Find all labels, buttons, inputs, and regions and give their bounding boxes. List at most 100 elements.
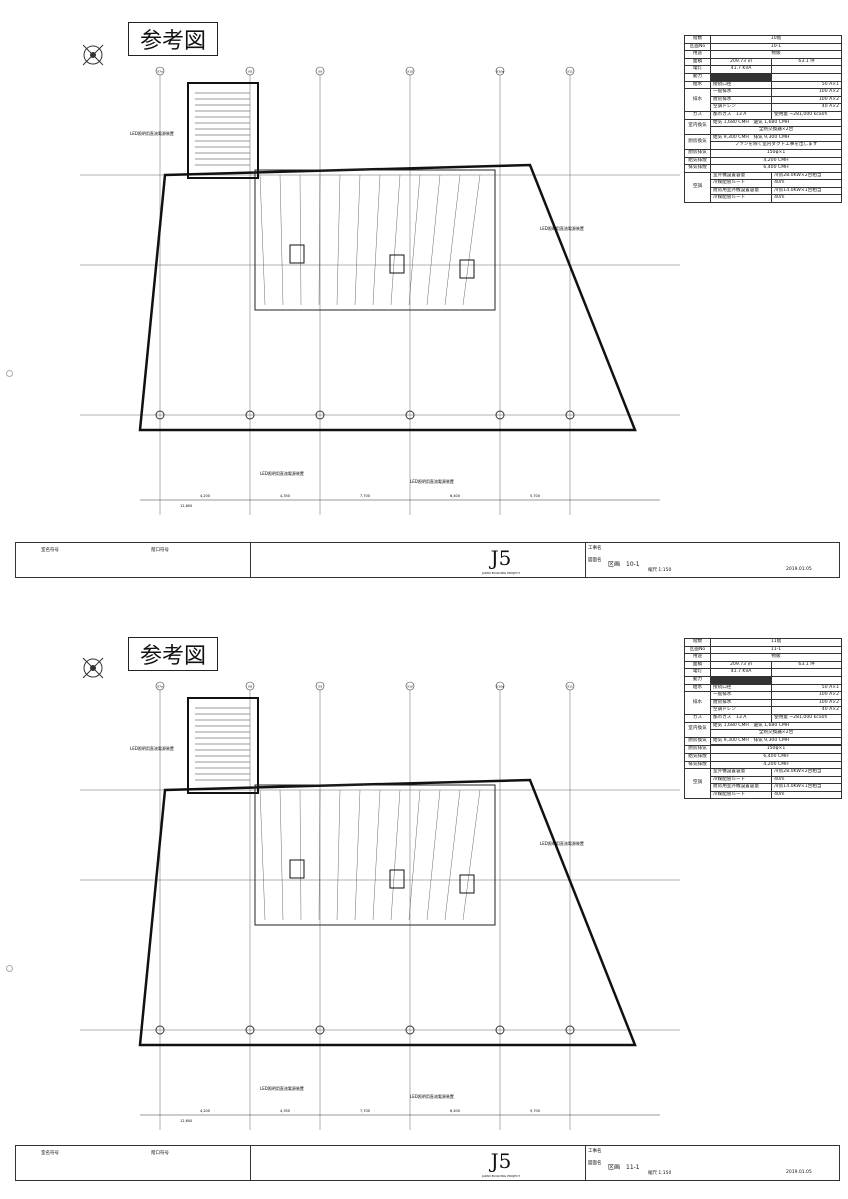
text-label: 空調	[684, 171, 711, 204]
grid-bubble	[405, 66, 415, 76]
grid-label: X10a	[496, 70, 504, 74]
text-label: 排水	[684, 88, 711, 112]
dimension-label: 6,400	[450, 494, 460, 498]
text-label: 63.1 坪	[771, 57, 842, 67]
grid-label: X7a	[157, 70, 163, 74]
text-label	[710, 744, 842, 747]
led-label: LED照明用直流電源装置	[260, 470, 304, 476]
service-core	[254, 784, 496, 926]
grid-bubble	[155, 66, 165, 76]
text-label: 使用量 ~281,000 kcal/h	[771, 110, 842, 120]
dimension-label: 6,400	[450, 1109, 460, 1113]
text-label: 全熱交換器×2台	[710, 729, 842, 738]
grid-bubble	[495, 66, 505, 76]
led-label: LED照明用直流電源装置	[260, 1085, 304, 1091]
text-label: 排気排煙	[684, 164, 711, 173]
duct-line	[336, 174, 341, 306]
stair-core	[187, 82, 259, 179]
dimension-label: 4,200	[200, 1109, 210, 1113]
column	[315, 1025, 325, 1035]
text-label: JAPAN BUILDING PROJECT	[481, 571, 521, 575]
text-label: 100 A×2	[771, 691, 842, 700]
redacted-cell	[709, 675, 773, 685]
column	[155, 410, 165, 420]
text-label: 41.7 KVA	[709, 65, 773, 74]
text-label: 40m	[771, 179, 842, 188]
column	[405, 410, 415, 420]
duct-line	[426, 789, 441, 921]
text-label: 図面名	[588, 558, 602, 563]
duct-line	[444, 789, 461, 921]
text-label: 厨房用室外機設置容量	[709, 186, 773, 196]
duct-line	[426, 174, 441, 306]
reference-drawing-label: 参考図	[128, 637, 218, 671]
grid-label: X10a	[496, 685, 504, 689]
text-label: 冷媒配管ルート	[709, 194, 773, 204]
text-label: 冷媒配管ルート	[709, 179, 773, 188]
text-label: 100 A×2	[771, 698, 842, 708]
dimension-total: 12,600	[180, 504, 192, 508]
text-label: 使用量 ~281,000 kcal/h	[771, 713, 842, 723]
dimension-label: 4,350	[280, 1109, 290, 1113]
led-label: LED照明用直流電源装置	[130, 745, 174, 751]
text-label: 一般排水	[709, 88, 773, 97]
text-label: 冷房14.0KW×1台相当	[771, 783, 842, 792]
equipment	[459, 259, 475, 279]
company-logo: J5	[490, 546, 512, 570]
text-label: 電灯	[684, 65, 711, 74]
text-label: 用途	[684, 653, 711, 662]
grid-bubble	[245, 681, 255, 691]
grid-bubble	[245, 66, 255, 76]
text-label: 接続口径	[709, 683, 773, 693]
led-label: LED照明用直流電源装置	[130, 130, 174, 136]
dimension-label: 7,700	[360, 494, 370, 498]
text-label: 階口符号	[151, 1151, 169, 1156]
drawing-name: 区画 11-1	[608, 1164, 640, 1171]
stair-core	[187, 697, 259, 794]
duct-line	[372, 789, 381, 921]
tenant-boundary	[138, 778, 637, 1047]
text-label: 都市ガス 13 A	[709, 713, 773, 723]
text-label: 厨房換気	[684, 736, 711, 747]
text-label: 41.7 KVA	[709, 668, 773, 677]
text-label: 40 A×2	[771, 103, 842, 112]
text-label: 階口符号	[151, 548, 169, 553]
text-label: 209.73 ㎡	[709, 57, 773, 67]
punch-hole	[6, 370, 13, 377]
duct-line	[462, 174, 481, 306]
text-label: 厨房排水	[709, 698, 773, 708]
grid-label: X8	[248, 70, 252, 74]
date: 2019.01.05	[786, 567, 812, 572]
text-label: 空調	[684, 768, 711, 800]
text-label: 給気 1,680 CMH 還気 1,680 CMH	[710, 721, 842, 731]
text-label: ファンを除く室内ダクト工事を出します	[710, 141, 842, 150]
text-label: 給気 1,680 CMH 還気 1,680 CMH	[710, 118, 842, 128]
text-label: 室外機設置容量	[709, 768, 773, 777]
equipment	[289, 859, 305, 879]
text-label: 厨房換気	[684, 133, 711, 150]
duct-line	[354, 174, 361, 306]
text-label: 空調ドレン	[709, 706, 773, 715]
text-label: 厨房排気	[684, 745, 711, 754]
text-label: 室内換気	[684, 118, 711, 135]
text-label: 209.73 ㎡	[709, 660, 773, 670]
led-label: LED照明用直流電源装置	[540, 225, 584, 231]
title-block: 室名符号 階口符号 J5 JAPAN BUILDING PROJECT 工事名 …	[15, 1145, 840, 1181]
text-label: 物販	[710, 653, 842, 662]
grid-bubble	[315, 66, 325, 76]
text-label: 10階	[710, 35, 842, 44]
text-label: 図面名	[588, 1161, 602, 1166]
dimension-total: 12,600	[180, 1119, 192, 1123]
grid-label: X9	[318, 685, 322, 689]
text-label: 50 A×1	[771, 683, 842, 693]
text-label: 縮尺 1:150	[648, 1171, 672, 1176]
text-label: 工事名	[588, 1149, 602, 1154]
text-label: 電灯	[684, 668, 711, 677]
text-label: 接続口径	[709, 80, 773, 90]
duct-line	[299, 174, 302, 306]
duct-line	[259, 174, 266, 306]
